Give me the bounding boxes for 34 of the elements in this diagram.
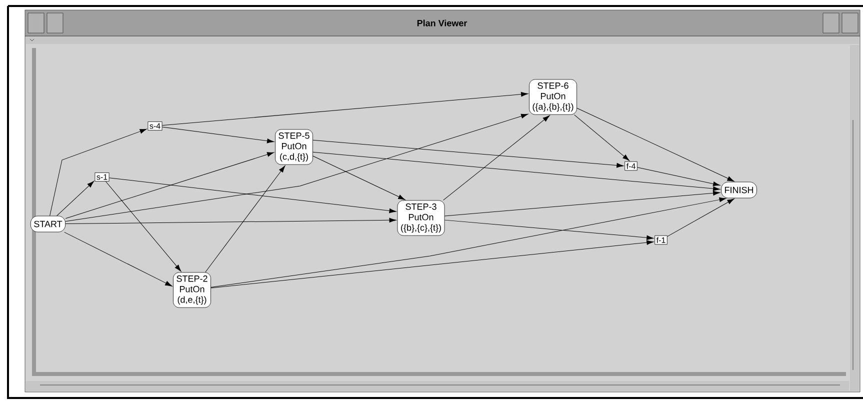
link-label-box: s-1 <box>94 172 110 182</box>
arrow <box>65 114 528 222</box>
link-label-box: f-4 <box>624 161 638 171</box>
arrow <box>65 152 274 219</box>
arrow <box>162 92 528 126</box>
arrow <box>64 232 172 286</box>
step-box: STEP-3 PutOn ({b},{c},{t}) <box>397 200 445 236</box>
arrow <box>312 156 406 200</box>
arrow <box>444 220 654 240</box>
arrow <box>210 240 654 288</box>
arrow <box>312 140 624 168</box>
arrow <box>667 198 734 237</box>
terminal-node: START <box>30 216 66 232</box>
arrow <box>50 128 147 216</box>
arrow <box>205 166 286 272</box>
step-box: STEP-6 PutOn ({a},{b},{t}) <box>529 79 577 115</box>
arrow <box>210 197 726 288</box>
arrow <box>162 126 274 144</box>
arrow <box>65 218 396 224</box>
arrow <box>312 152 720 192</box>
arrow <box>576 108 734 182</box>
link-label-box: f-1 <box>654 235 668 245</box>
arrow <box>106 181 182 272</box>
arrow <box>574 114 630 161</box>
arrow <box>109 178 396 214</box>
arrow <box>444 190 720 216</box>
link-label-box: s-4 <box>148 122 162 130</box>
arrow <box>443 115 550 200</box>
arrow <box>637 167 720 186</box>
arrow <box>56 180 94 216</box>
step-box: STEP-5 PutOn (c,d,{t}) <box>275 129 313 165</box>
window-title: Plan Viewer <box>417 20 468 26</box>
step-box: STEP-2 PutOn (d,e,{t}) <box>173 272 211 308</box>
terminal-node: FINISH <box>721 182 757 198</box>
